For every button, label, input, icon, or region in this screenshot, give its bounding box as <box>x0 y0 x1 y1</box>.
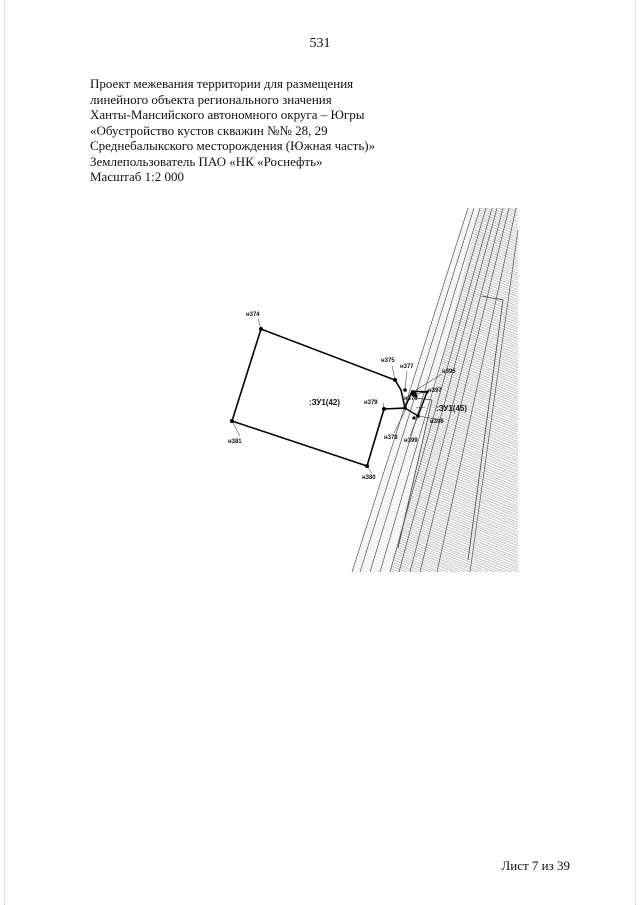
sheet-number: Лист 7 из 39 <box>501 858 570 873</box>
label-n396: н396 <box>442 369 456 375</box>
label-n381: н381 <box>228 439 242 445</box>
scale-label: Масштаб 1:2 000 <box>90 169 184 184</box>
parcel-label-small: :ЗУ1(45) <box>436 404 467 413</box>
label-n378: н378 <box>384 435 398 441</box>
leader-lines <box>231 317 443 474</box>
header-line: Ханты-Мансийского автономного округа – Ю… <box>90 107 365 122</box>
vertex-n380 <box>365 464 369 468</box>
label-n380: н380 <box>362 475 376 481</box>
vertex-n396 <box>425 390 429 394</box>
label-n377: н377 <box>400 364 414 370</box>
label-n379: н379 <box>364 400 378 406</box>
label-n399: н399 <box>404 438 418 444</box>
page-number: 531 <box>309 36 331 51</box>
corridor-lines <box>351 207 519 573</box>
header-line: линейного объекта регионального значения <box>90 91 332 107</box>
label-n398: н398 <box>430 419 444 425</box>
parcel-label-main: :ЗУ1(42) <box>309 398 340 407</box>
vertex-n379 <box>382 407 386 411</box>
vertex-markers <box>230 327 429 468</box>
header-line: Среднебалыкского месторождения (Южная ча… <box>90 138 376 153</box>
vertex-n378 <box>403 406 407 410</box>
scan-edge-left <box>4 0 6 905</box>
label-n376: н376 <box>404 396 418 402</box>
vertex-n397 <box>414 394 418 398</box>
parcel-boundary-main <box>231 327 406 468</box>
vertex-n375 <box>393 378 397 382</box>
vertex-n398 <box>416 414 420 418</box>
vertex-n374 <box>259 327 263 331</box>
header-line: «Обустройство кустов скважин №№ 28, 29 <box>90 122 328 138</box>
label-n374: н374 <box>246 312 260 318</box>
label-n397: н397 <box>428 388 442 394</box>
header-line: Землепользователь ПАО «НК «Роснефть» <box>90 153 323 169</box>
road-corridor-dense <box>390 208 518 572</box>
vertex-n381 <box>230 419 234 423</box>
vertex-n377 <box>403 388 407 392</box>
vertex-n399 <box>412 416 416 420</box>
corridor-inner-frame <box>397 295 504 561</box>
scan-edge-right <box>635 0 637 905</box>
document-header: Проект межевания территории для размещен… <box>90 76 510 185</box>
header-line: Проект межевания территории для размещен… <box>90 76 354 91</box>
label-n375: н375 <box>381 358 395 364</box>
